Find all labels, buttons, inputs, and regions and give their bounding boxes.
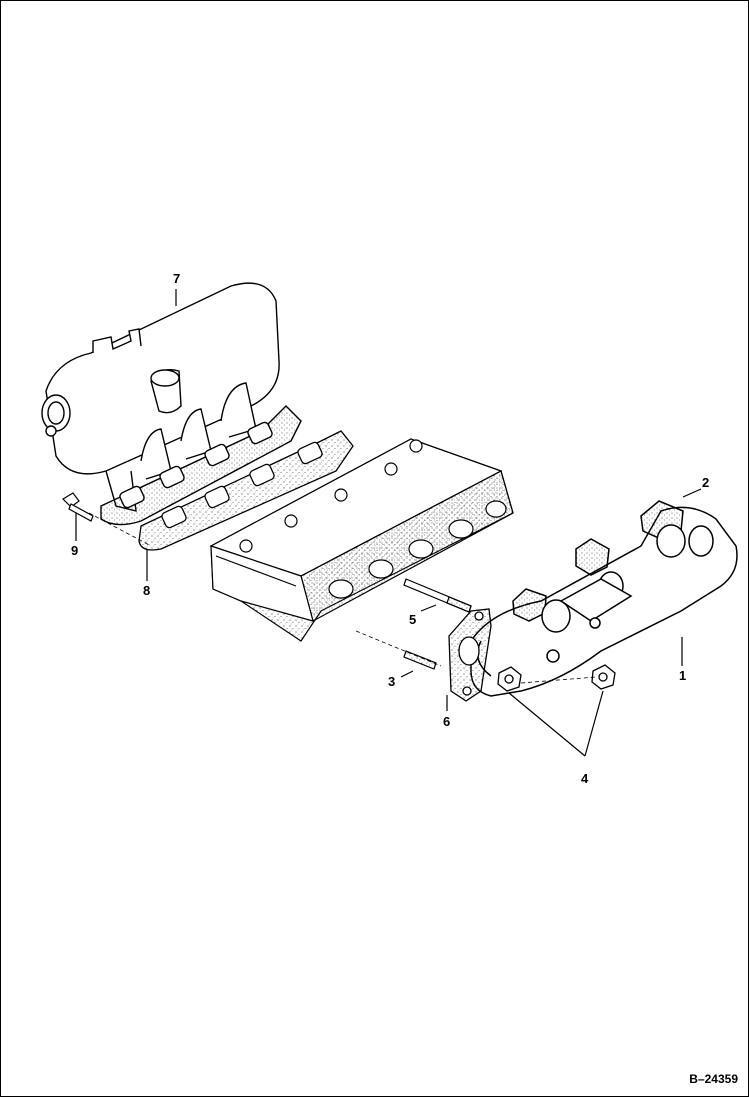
cylinder-head bbox=[209, 438, 514, 642]
manifold-stud-short bbox=[403, 650, 437, 670]
callout-5: 5 bbox=[409, 612, 417, 627]
callout-6: 6 bbox=[443, 714, 451, 729]
manifold-stud-long bbox=[403, 578, 472, 613]
callout-9: 9 bbox=[71, 543, 79, 558]
callout-3: 3 bbox=[388, 674, 396, 689]
leader-5 bbox=[420, 604, 437, 612]
callout-4: 4 bbox=[581, 771, 589, 786]
leader-2 bbox=[682, 488, 702, 498]
leader-4b bbox=[584, 690, 604, 757]
intake-bolt bbox=[62, 492, 94, 522]
leader-4a bbox=[508, 692, 586, 757]
callout-2: 2 bbox=[702, 475, 710, 490]
exhaust-manifold bbox=[470, 500, 738, 697]
figure-number: B–24359 bbox=[689, 1072, 738, 1086]
callout-1: 1 bbox=[679, 668, 687, 683]
intake-gasket bbox=[138, 430, 354, 551]
exhaust-gasket bbox=[448, 608, 492, 702]
manifold-nuts bbox=[497, 664, 616, 692]
callout-7: 7 bbox=[173, 271, 181, 286]
assembly-lines bbox=[88, 512, 597, 684]
leader-3 bbox=[400, 670, 414, 678]
leader-lines bbox=[75, 289, 702, 757]
intake-manifold bbox=[41, 282, 302, 526]
callout-8: 8 bbox=[143, 583, 151, 598]
